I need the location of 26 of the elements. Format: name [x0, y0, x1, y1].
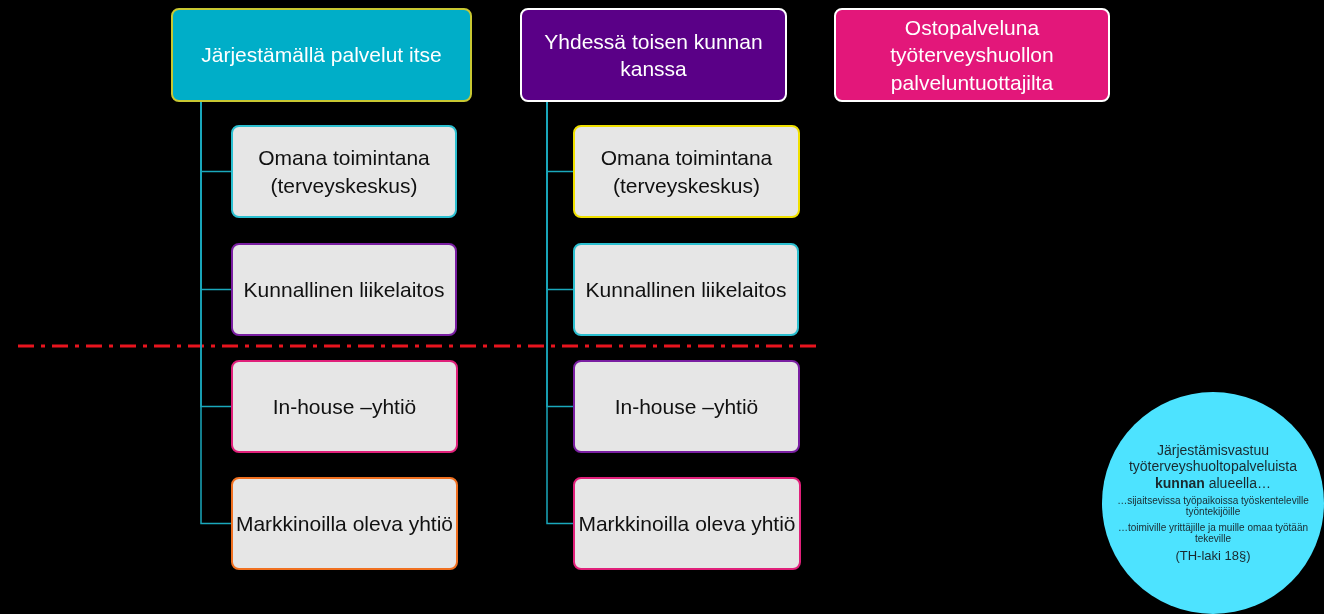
box-label: Omana toimintana (terveyskeskus): [599, 145, 774, 199]
option-box: [573, 360, 800, 453]
circle-note: …sijaitsevissa työpaikoissa työskenteleville työntekijöille: [1116, 494, 1310, 518]
option-box: [573, 125, 800, 218]
box-label: Kunnallinen liikelaitos: [585, 276, 787, 303]
header-box: [171, 8, 472, 102]
header-box: [520, 8, 787, 102]
box-label: In-house –yhtiö: [614, 393, 759, 420]
box-label: Omana toimintana (terveyskeskus): [257, 145, 431, 199]
box-label: In-house –yhtiö: [272, 393, 417, 420]
box-label: Järjestämällä palvelut itse: [201, 42, 442, 69]
circle-note: (TH-laki 18§): [1175, 548, 1251, 564]
circle-heading: Järjestämisvastuu työterveyshuoltopalveluista kunnan alueella…: [1127, 442, 1299, 491]
header-box: [834, 8, 1110, 102]
circle-note: …toimiville yrittäjille ja muille omaa työtään tekeville: [1116, 521, 1310, 545]
option-box: [573, 243, 799, 336]
box-label: Markkinoilla oleva yhtiö: [578, 510, 796, 537]
box-label: Yhdessä toisen kunnan kanssa: [543, 28, 764, 82]
option-box: [231, 360, 458, 453]
box-label: Kunnallinen liikelaitos: [243, 276, 445, 303]
box-label: Ostopalveluna työterveyshuollon palveluntuottajilta: [889, 15, 1055, 96]
option-box: [231, 477, 458, 570]
option-box: [231, 125, 457, 218]
option-box: [231, 243, 457, 336]
box-label: Markkinoilla oleva yhtiö: [235, 510, 454, 537]
option-box: [573, 477, 801, 570]
